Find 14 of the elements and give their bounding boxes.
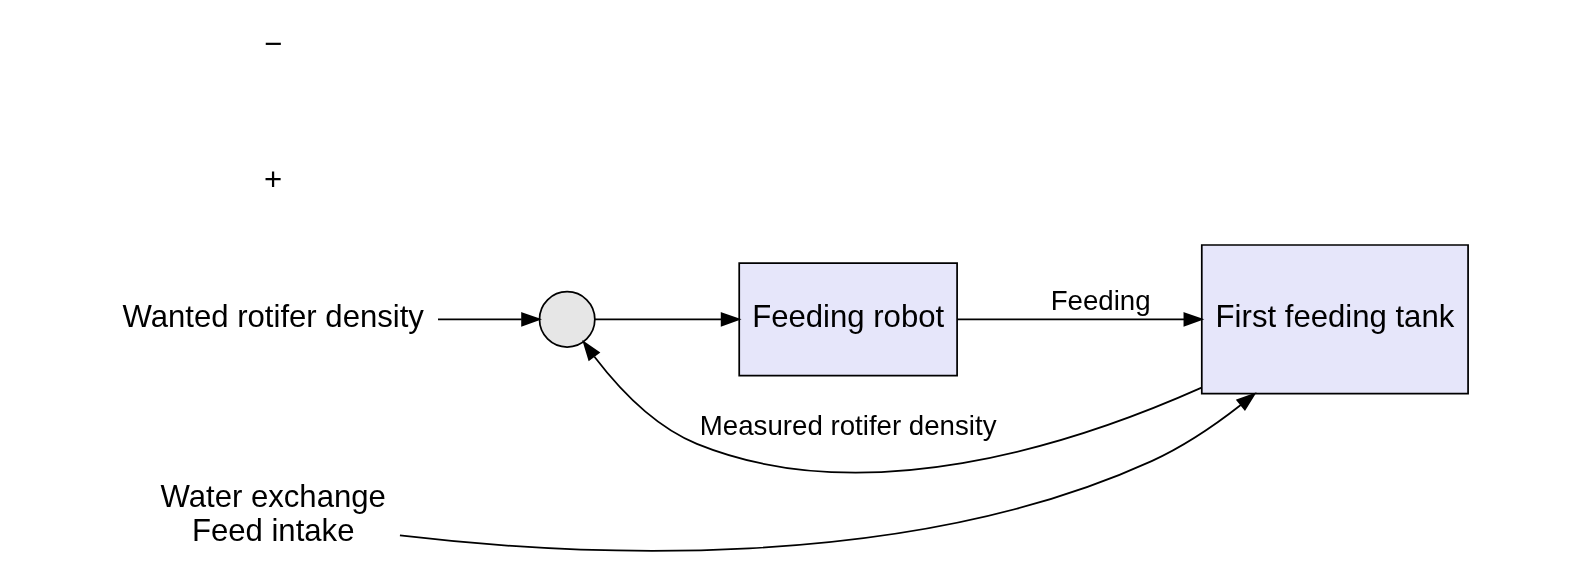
edge-label: Measured rotifer density <box>699 409 997 441</box>
arrow <box>582 340 1203 474</box>
node-box: First feeding tank <box>1200 244 1469 395</box>
node-box: Feeding robot <box>738 262 958 377</box>
arrow <box>437 312 542 327</box>
node-text: Wanted rotifer density <box>122 298 424 334</box>
arrow <box>594 312 742 327</box>
edge-label: Feeding <box>1050 285 1151 317</box>
label: − <box>264 25 283 61</box>
arrow <box>399 392 1257 552</box>
arrow <box>956 312 1205 327</box>
label: + <box>264 162 283 198</box>
node-circle <box>538 290 596 348</box>
node-text: Water exchange Feed intake <box>160 478 386 549</box>
